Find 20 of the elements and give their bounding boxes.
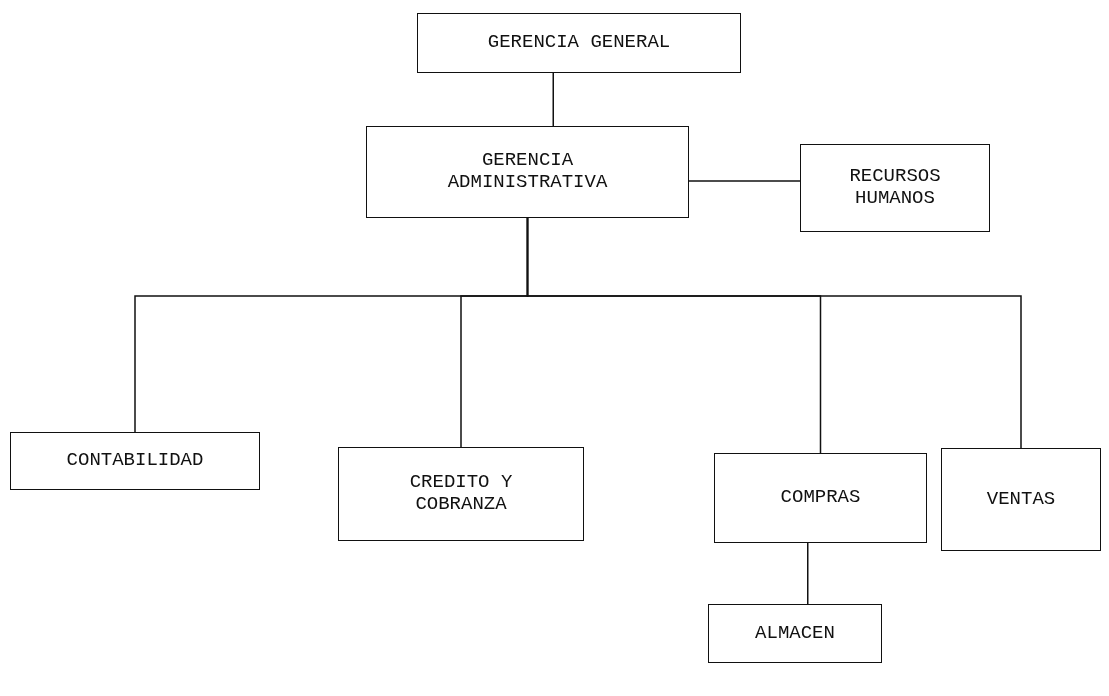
org-box [338,447,584,541]
unit-name: VENTAS [986,488,1056,511]
org-box [366,126,689,218]
connector-line [807,542,809,605]
org-box [10,432,260,490]
unit-name: GERENCIA ADMINISTRATIVA [446,150,609,194]
unit-name: GERENCIA GENERAL [487,32,671,54]
org-box [800,144,990,232]
org-box [714,453,927,543]
unit-name: ALMACEN [755,622,835,645]
org-box [941,448,1101,551]
org-box [417,13,741,73]
unit-name: RECURSOS HUMANOS [848,166,942,210]
org-box [708,604,882,663]
unit-name: CREDITO Y COBRANZA [408,472,514,516]
unit-name: CONTABILIDAD [66,450,204,472]
connector-line [552,72,554,127]
unit-name: COMPRAS [780,487,861,509]
connector-line [688,180,801,182]
connector-line [526,217,1022,449]
